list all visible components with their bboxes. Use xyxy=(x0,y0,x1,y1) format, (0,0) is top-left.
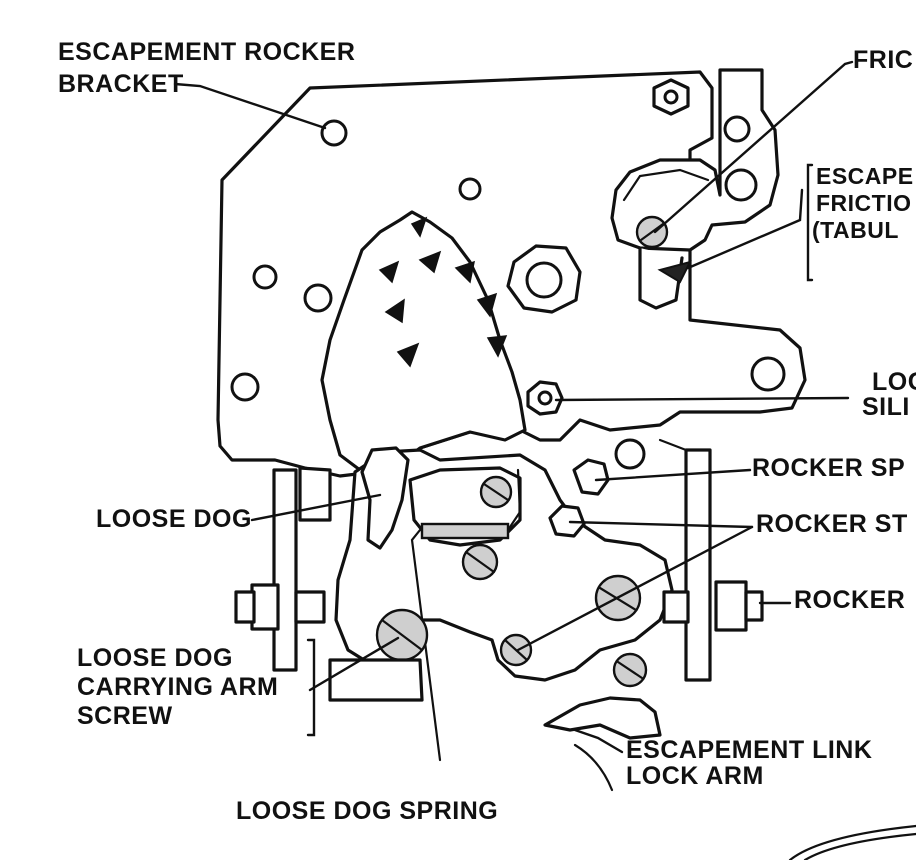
friction-bracket xyxy=(610,68,780,252)
left-rocker-bushing xyxy=(294,590,326,624)
leader-log xyxy=(554,396,850,402)
label-escape-line3: (TABUL xyxy=(812,217,899,243)
label-loose-dog: LOOSE DOG xyxy=(96,505,252,533)
label-escapement-rocker-bracket-line2: BRACKET xyxy=(58,70,184,98)
label-loose-dog-carrying-line2: CARRYING ARM xyxy=(77,673,279,701)
rocker-pivot-screw-slot xyxy=(598,586,638,612)
right-post-bracket-line xyxy=(658,438,688,452)
bracket-loose-dog-carrying xyxy=(306,638,316,737)
carrying-arm-lower-plate xyxy=(328,658,424,702)
rocker-spring-stud xyxy=(572,458,610,496)
leader-loose-dog xyxy=(250,493,382,522)
carrying-arm-screw-bottom-slot xyxy=(464,550,496,574)
label-log-line1: LOG xyxy=(872,368,916,396)
label-escapement-link-line1: ESCAPEMENT LINK xyxy=(626,736,873,764)
bracket-hole-mid xyxy=(458,177,482,201)
carrying-arm-screw-top-slot xyxy=(482,482,510,502)
rocker-right-hole xyxy=(614,438,646,470)
rocker-stop-lower-slot xyxy=(503,638,529,662)
leader-rocker-st-2 xyxy=(516,525,754,652)
tabulator-tab xyxy=(638,246,684,310)
label-loose-dog-spring: LOOSE DOG SPRING xyxy=(236,797,499,825)
leader-escapement-link xyxy=(573,728,624,754)
left-rocker-post xyxy=(272,468,298,672)
escape-wheel-tooth xyxy=(410,216,428,238)
right-rocker-bushing xyxy=(662,590,690,624)
leader-rocker-sp xyxy=(594,468,752,482)
left-rocker-nut xyxy=(250,583,280,631)
center-hex-nut-bore xyxy=(525,261,563,299)
label-loose-dog-carrying-line3: SCREW xyxy=(77,702,173,730)
bottom-right-part-inner xyxy=(803,832,916,860)
bottom-right-part xyxy=(788,824,916,860)
escape-wheel-tooth xyxy=(476,292,498,318)
label-rocker-sp: ROCKER SP xyxy=(752,454,906,482)
escapement-link-lock-arm xyxy=(543,696,662,740)
label-escapement-link-line2: LOCK ARM xyxy=(626,762,764,790)
tabulator-wedge xyxy=(657,260,692,284)
loose-dog-spring-wire xyxy=(410,528,442,762)
right-rocker-post xyxy=(684,448,712,682)
label-log-line2: SILI xyxy=(862,393,910,421)
leader-rocker-st-1 xyxy=(568,520,754,529)
label-escapement-rocker-bracket-line1: ESCAPEMENT ROCKER xyxy=(58,38,356,66)
left-rocker-washer xyxy=(234,590,256,624)
bracket-hole-left-3 xyxy=(230,372,260,402)
bracket-hole-top xyxy=(320,119,348,147)
bracket-hole-left-2 xyxy=(303,283,333,313)
rocker-stop-upper xyxy=(548,504,586,538)
label-escape-line2: FRICTIO xyxy=(816,190,912,216)
label-rocker: ROCKER xyxy=(794,586,906,614)
bracket-hole-left-1 xyxy=(252,264,278,290)
escape-wheel-tooth xyxy=(384,298,405,324)
friction-bracket-inner xyxy=(622,168,710,202)
bracket-escape xyxy=(806,163,814,282)
leader-loose-dog-carrying xyxy=(308,636,400,692)
escape-wheel-tooth xyxy=(418,250,442,274)
bracket-hole-right xyxy=(750,356,786,392)
leader-escapement-rocker-bracket xyxy=(173,82,327,130)
loose-dog-spring-coil xyxy=(420,522,510,540)
escape-wheel-tooth xyxy=(486,335,508,358)
label-fric: FRIC xyxy=(853,46,914,74)
right-rocker-nut xyxy=(714,580,748,632)
label-rocker-st: ROCKER ST xyxy=(756,510,908,538)
friction-hole-2 xyxy=(724,168,758,202)
loose-dog xyxy=(360,446,410,550)
top-hex-nut-bore xyxy=(663,89,679,105)
lock-nut-bore xyxy=(537,390,553,406)
bracket-lower-left-tab xyxy=(298,466,332,522)
leader-fric xyxy=(653,60,854,234)
link-lock-screw-slot xyxy=(616,660,644,680)
leader-escape xyxy=(686,188,804,270)
loose-dog-spring-hook xyxy=(506,468,522,532)
loose-dog-carrying-arm-screw-slot xyxy=(380,618,424,652)
lock-arm-bottom-curve xyxy=(573,743,614,792)
right-rocker-washer xyxy=(744,590,764,622)
label-escape-line1: ESCAPE xyxy=(816,163,914,189)
label-loose-dog-carrying-line1: LOOSE DOG xyxy=(77,644,233,672)
escape-wheel-tooth xyxy=(396,342,420,368)
escape-wheel-tooth xyxy=(378,260,400,284)
friction-hole-1 xyxy=(723,115,751,143)
escape-wheel-tooth xyxy=(454,260,475,284)
